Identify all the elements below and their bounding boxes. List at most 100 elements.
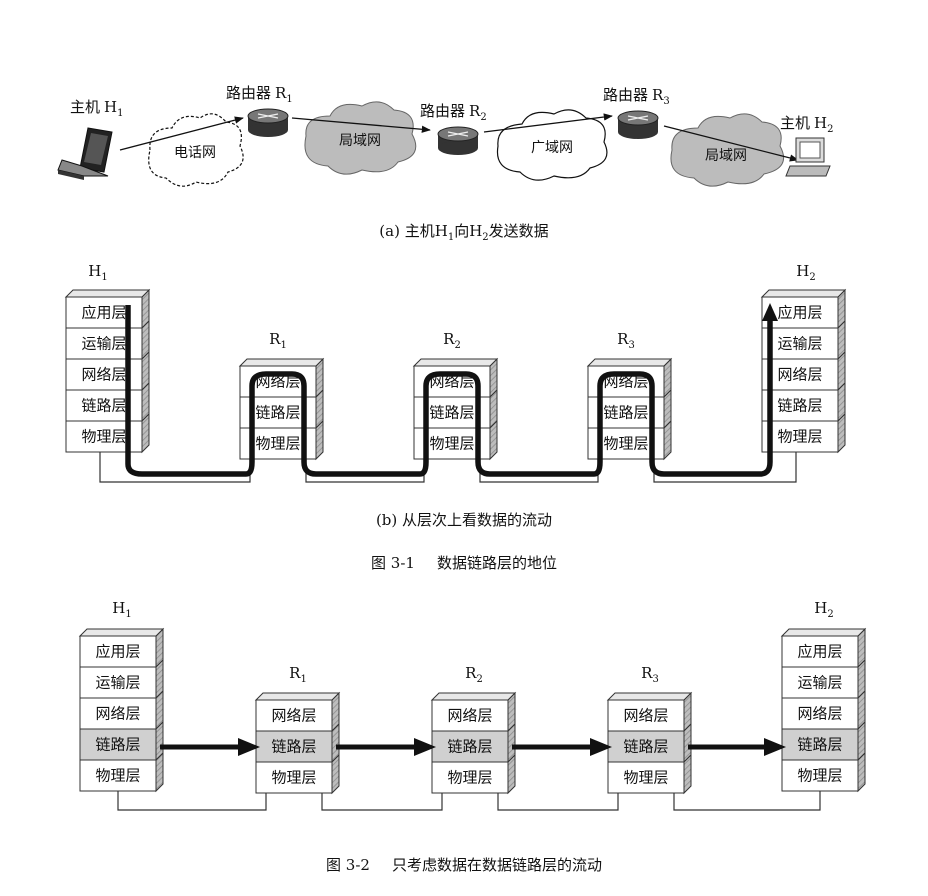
router3-icon <box>617 110 659 139</box>
layer-label: 链路层 <box>255 404 300 422</box>
router1-icon <box>247 108 289 137</box>
physical-link <box>321 793 443 811</box>
layer-label: 物理层 <box>255 435 300 453</box>
physical-link <box>653 452 797 483</box>
layer-label: 运输层 <box>95 674 140 692</box>
layer-box <box>255 699 333 732</box>
layer-label: 物理层 <box>797 767 842 785</box>
layer-label: 网络层 <box>81 366 126 384</box>
physical-link <box>305 459 425 483</box>
transmission-arrows <box>119 113 799 162</box>
layer-label: 网络层 <box>797 705 842 723</box>
layer-label: 物理层 <box>81 428 126 446</box>
fig-b-caption: (b) 从层次上看数据的流动 <box>376 511 552 529</box>
layer-label: 物理层 <box>95 767 140 785</box>
layer-label: 运输层 <box>777 335 822 353</box>
layer-box <box>255 761 333 794</box>
layer-label: 网络层 <box>623 707 668 725</box>
node-label: R2 <box>465 664 483 685</box>
link-layer-arrowhead <box>238 738 260 756</box>
layer-label: 链路层 <box>271 738 316 756</box>
physical-link <box>117 791 267 811</box>
layer-label: 运输层 <box>81 335 126 353</box>
laptop-icon <box>57 127 113 180</box>
layer-box <box>761 296 839 329</box>
layer-box <box>781 759 859 792</box>
lan2-cloud: 局域网 <box>670 113 784 187</box>
layer-label: 网络层 <box>95 705 140 723</box>
layer-label: 链路层 <box>447 738 492 756</box>
layer-box <box>607 730 685 763</box>
fig-a-caption: (a) 主机H1向H2发送数据 <box>379 222 548 243</box>
physical-link <box>479 459 599 483</box>
layer-label: 网络层 <box>603 373 648 391</box>
desktop-computer-icon <box>785 137 831 177</box>
node-label: R3 <box>617 330 635 351</box>
layer-label: 物理层 <box>447 769 492 787</box>
layer-label: 应用层 <box>81 304 126 322</box>
node-label: H1 <box>88 262 107 283</box>
physical-link <box>99 452 251 483</box>
phone-network-cloud: 电话网 <box>148 113 244 187</box>
layer-label: 链路层 <box>623 738 668 756</box>
data-flow-path <box>125 305 773 477</box>
layer-box <box>79 635 157 668</box>
physical-link <box>497 793 619 811</box>
data-flow-arrowhead <box>762 303 778 321</box>
wan-label: 广域网 <box>531 140 573 156</box>
layer-label: 物理层 <box>623 769 668 787</box>
layer-label: 链路层 <box>81 397 126 415</box>
layer-label: 网络层 <box>429 373 474 391</box>
layer-box <box>781 666 859 699</box>
router2-icon <box>437 126 479 155</box>
layer-label: 应用层 <box>95 643 140 661</box>
node-label: H1 <box>112 599 131 620</box>
layer-label: 运输层 <box>797 674 842 692</box>
layer-box <box>607 761 685 794</box>
link-layer-arrowhead <box>590 738 612 756</box>
physical-link <box>673 791 821 811</box>
lan2-label: 局域网 <box>705 148 747 164</box>
node-label: R1 <box>289 664 307 685</box>
lan1-label: 局域网 <box>339 133 381 149</box>
layer-box <box>431 761 509 794</box>
link-layer-arrowhead <box>764 738 786 756</box>
layer-label: 物理层 <box>603 435 648 453</box>
node-label: H2 <box>796 262 815 283</box>
layer-label: 网络层 <box>271 707 316 725</box>
layer-label: 链路层 <box>429 404 474 422</box>
fig-b-layer-flow: 应用层运输层网络层链路层物理层网络层链路层物理层网络层链路层物理层网络层链路层物… <box>64 262 847 483</box>
layer-box <box>761 389 839 422</box>
layer-label: 链路层 <box>603 404 648 422</box>
phone-network-label: 电话网 <box>174 145 216 161</box>
layer-label: 网络层 <box>255 373 300 391</box>
layer-label: 物理层 <box>271 769 316 787</box>
layer-box <box>781 635 859 668</box>
layer-box <box>79 728 157 761</box>
node-label: R3 <box>641 664 659 685</box>
layer-box <box>79 666 157 699</box>
link-layer-arrowhead <box>414 738 436 756</box>
layer-label: 应用层 <box>797 643 842 661</box>
layer-label: 应用层 <box>777 304 822 322</box>
layer-box <box>761 358 839 391</box>
layer-box <box>761 327 839 360</box>
layer-box <box>79 697 157 730</box>
node-label: H2 <box>814 599 833 620</box>
